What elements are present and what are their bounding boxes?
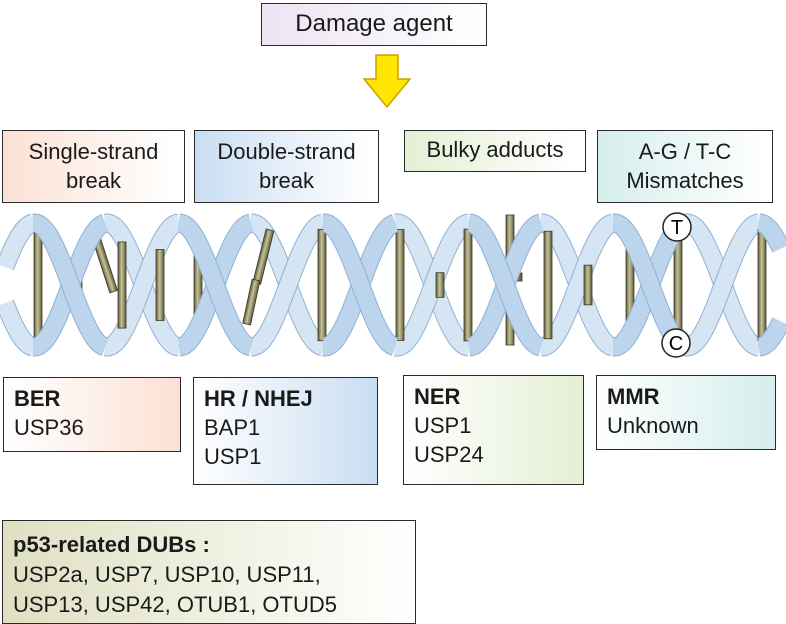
mmr-item: Unknown (607, 413, 699, 438)
p53-title: p53-related DUBs : (13, 532, 210, 557)
double-strand-label-2: break (258, 168, 315, 193)
mismatches-box: A-G / T-C Mismatches (597, 130, 773, 203)
base-pair-rung (117, 241, 127, 329)
dna-strand-b (322, 214, 398, 355)
ber-box: BER USP36 (3, 377, 181, 452)
dna-strand-b (178, 214, 254, 356)
down-arrow-icon (362, 54, 412, 109)
single-strand-label-1: Single-strand (28, 139, 159, 164)
double-strand-label-1: Double-strand (217, 139, 356, 164)
ber-item: USP36 (14, 415, 84, 440)
base-c-label: C (669, 333, 683, 355)
dna-strand-a (0, 300, 36, 356)
base-pair-rung (317, 228, 327, 342)
hr-nhej-box: HR / NHEJ BAP1 USP1 (193, 377, 378, 485)
dna-strand-b (684, 214, 761, 356)
bulky-adducts-box: Bulky adducts (404, 130, 586, 172)
ner-title: NER (414, 384, 461, 409)
base-pair-rung (463, 228, 473, 342)
p53-line: USP2a, USP7, USP10, USP11, (13, 562, 321, 587)
single-strand-break-box: Single-strand break (2, 130, 185, 203)
base-pair-rung (435, 272, 445, 298)
mmr-box: MMR Unknown (596, 375, 776, 450)
dna-strand-b (32, 214, 108, 355)
dna-strand-b (250, 214, 326, 356)
hr-nhej-item: BAP1 (204, 415, 261, 440)
ner-box: NER USP1 USP24 (403, 375, 584, 485)
p53-line: USP13, USP42, OTUB1, OTUD5 (13, 592, 337, 617)
hr-nhej-title: HR / NHEJ (204, 386, 313, 411)
base-c-circle (661, 328, 691, 358)
dna-strand-b (540, 214, 616, 356)
base-pair-rung (583, 264, 593, 306)
base-pair-rung (543, 230, 553, 340)
base-t-circle (662, 212, 692, 242)
hr-nhej-item: USP1 (204, 444, 262, 469)
dna-double-helix: T C (0, 212, 786, 358)
base-t-label: T (671, 217, 683, 239)
dna-strand-b (758, 214, 786, 253)
double-strand-break-box: Double-strand break (194, 130, 379, 203)
ner-item: USP24 (414, 442, 484, 467)
ner-item: USP1 (414, 413, 472, 438)
mismatch-label-2: Mismatches (626, 168, 744, 193)
dna-strand-b (0, 214, 36, 270)
broken-base-pair (242, 278, 261, 326)
mmr-title: MMR (607, 384, 660, 409)
bulky-adducts-label: Bulky adducts (426, 137, 564, 162)
base-pair-rung (33, 229, 43, 341)
dna-strand-b (104, 214, 181, 356)
damage-agent-box: Damage agent (261, 3, 487, 46)
base-pair-rung (757, 229, 767, 341)
damage-agent-label: Damage agent (295, 10, 453, 37)
dna-strand-b (468, 214, 544, 356)
single-strand-label-2: break (65, 168, 122, 193)
base-pair-rung (155, 249, 165, 321)
mismatch-label-1: A-G / T-C (638, 139, 732, 164)
p53-dubs-box: p53-related DUBs : USP2a, USP7, USP10, U… (2, 520, 416, 624)
ber-title: BER (14, 386, 61, 411)
dna-strand-b (394, 214, 471, 356)
dna-strand-a (758, 317, 786, 356)
base-pair-rung (395, 229, 405, 341)
